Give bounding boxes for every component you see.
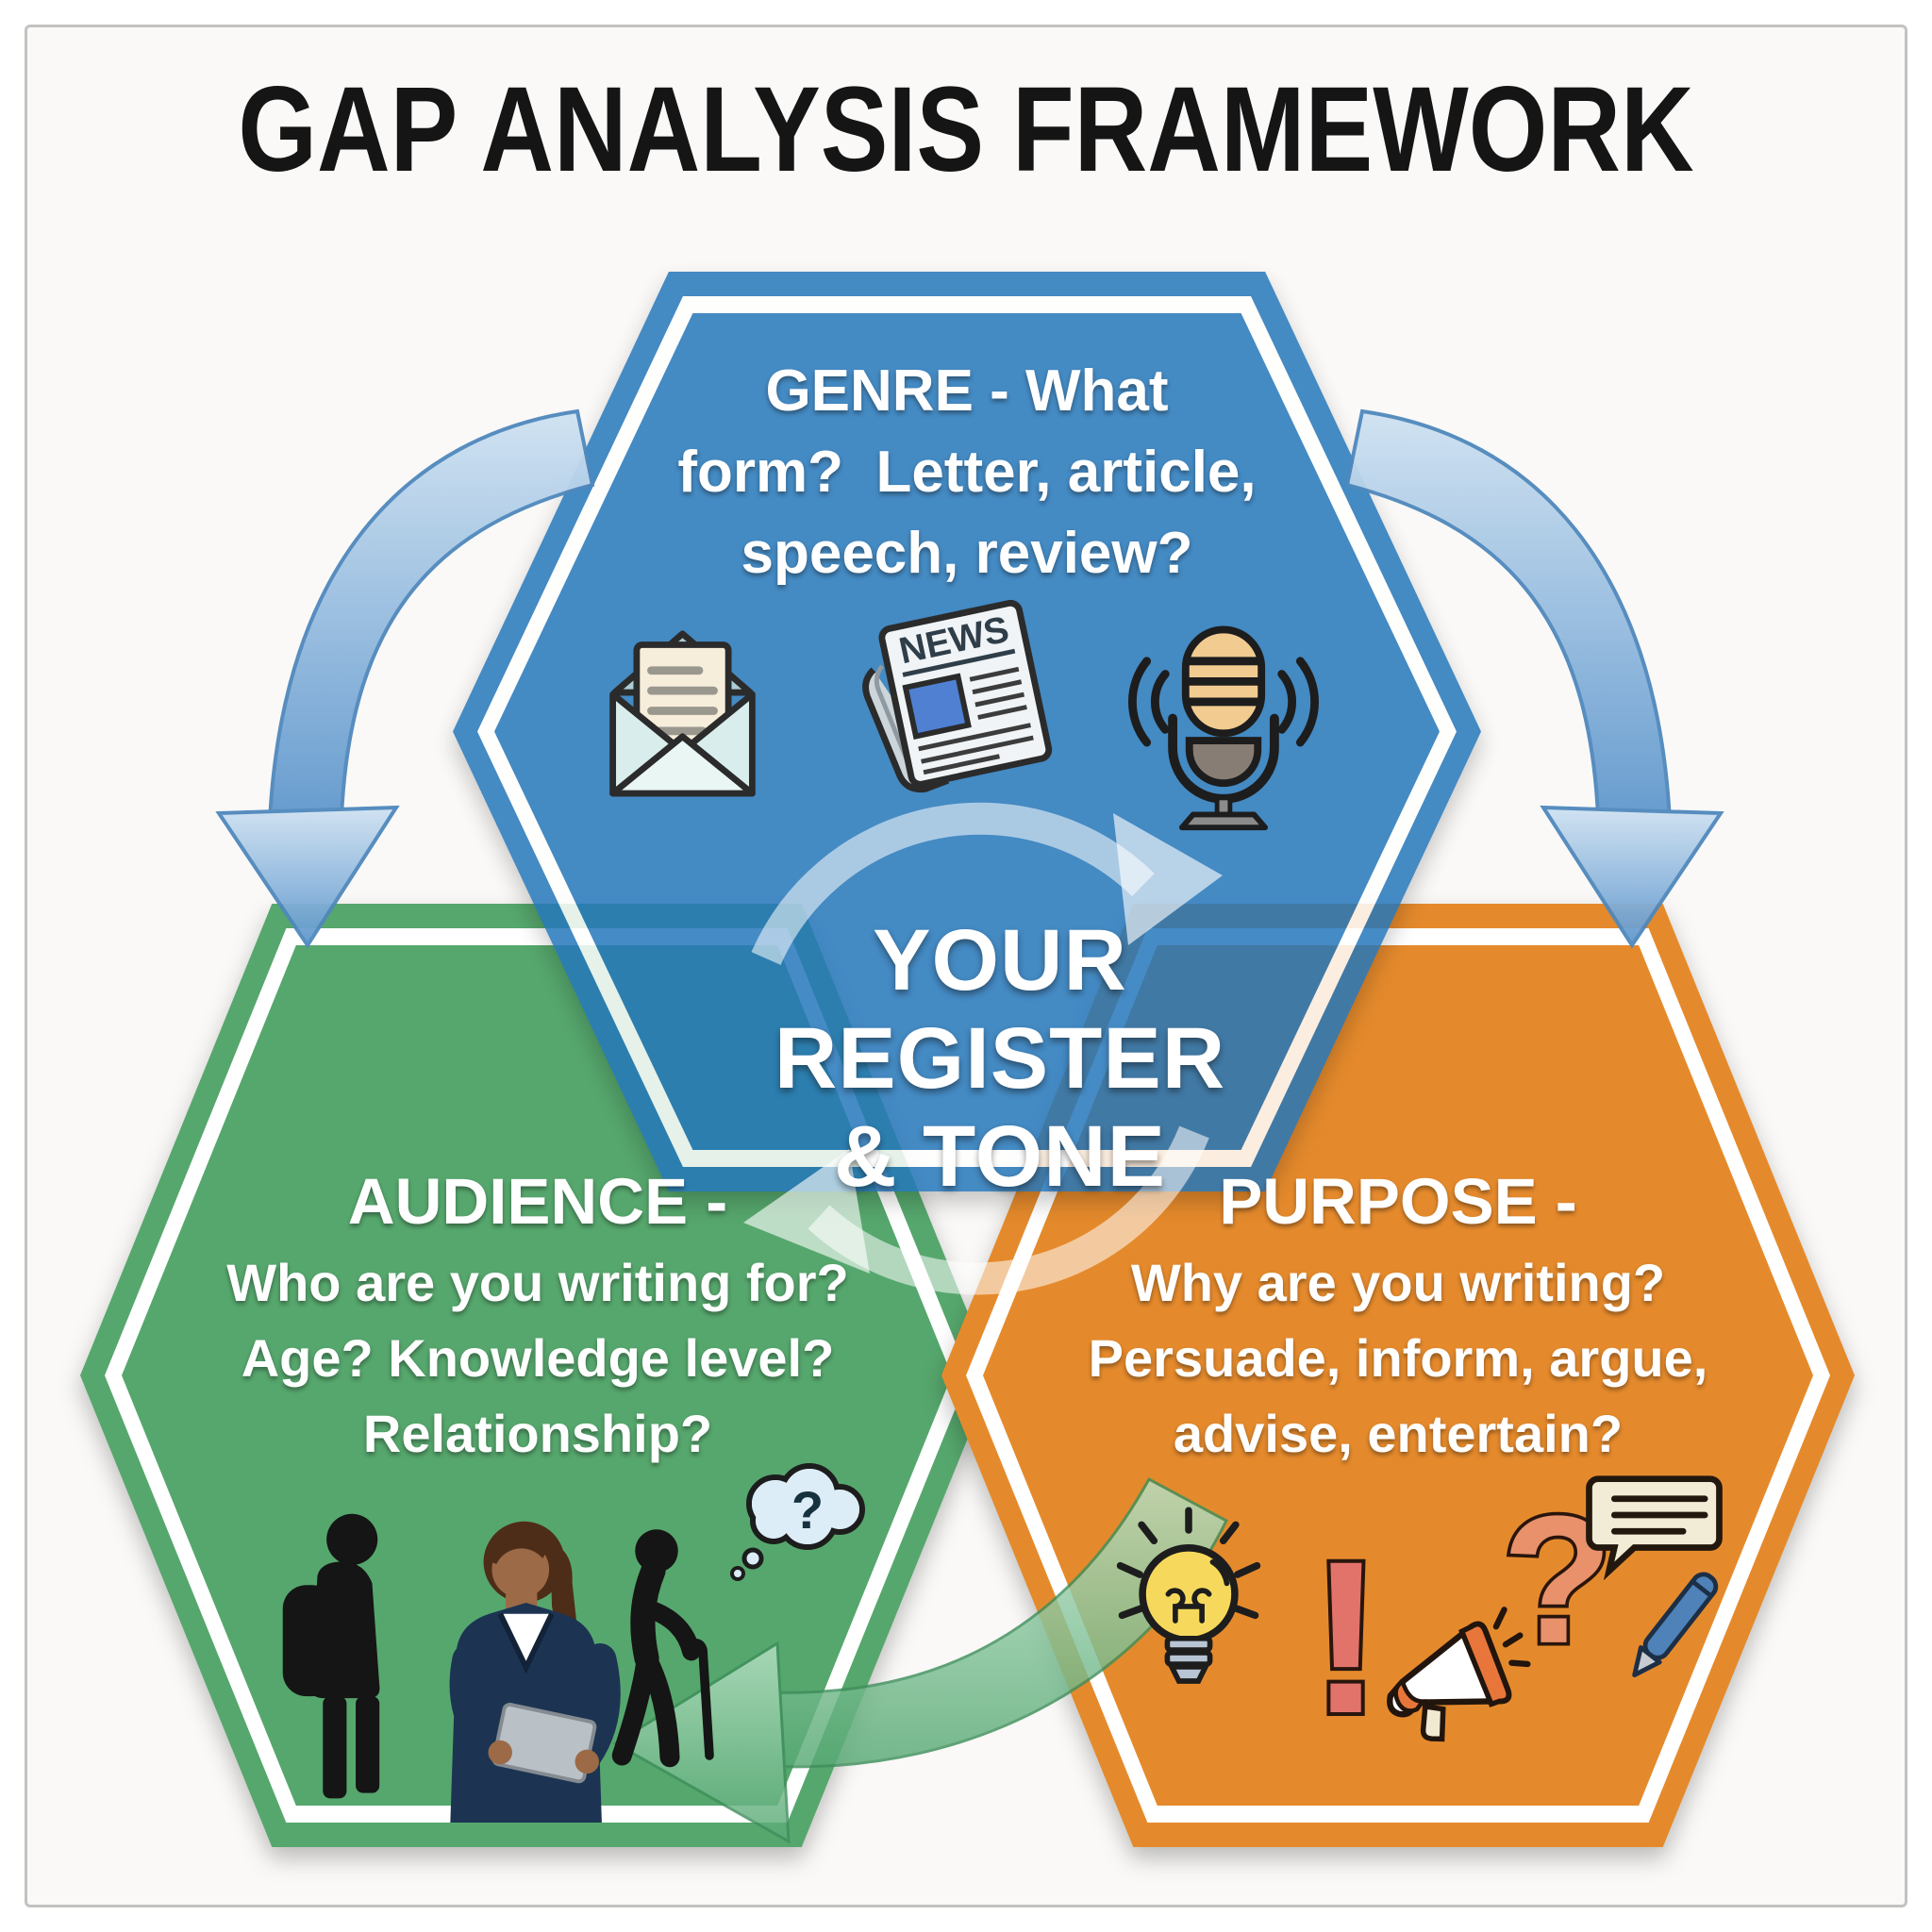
microphone-icon (1124, 606, 1323, 837)
register-tone-label: YOUR REGISTER & TONE (745, 911, 1255, 1206)
genre-text: GENRE - What form? Letter, article, spee… (542, 351, 1391, 594)
center-line-1: YOUR (873, 912, 1127, 1008)
purpose-heading: PURPOSE - (1219, 1165, 1577, 1238)
audience-heading: AUDIENCE - (347, 1165, 728, 1238)
genre-line-2: form? Letter, article, (677, 440, 1257, 505)
lightbulb-icon (1113, 1502, 1264, 1709)
center-line-3: & TONE (834, 1108, 1166, 1205)
center-line-2: REGISTER (774, 1010, 1226, 1107)
pen-icon (1604, 1558, 1740, 1695)
purpose-line-2: Why are you writing? (1130, 1253, 1666, 1312)
genre-heading: GENRE - What (765, 358, 1169, 424)
purpose-line-4: advise, entertain? (1173, 1404, 1624, 1463)
exclamation-glyph: ! (1310, 1524, 1383, 1750)
purpose-line-3: Persuade, inform, argue, (1088, 1328, 1708, 1388)
speech-bubble-icon (1581, 1472, 1727, 1580)
purpose-text: PURPOSE - Why are you writing? Persuade,… (983, 1158, 1813, 1472)
exclamation-icon: ! (1294, 1524, 1398, 1750)
audience-line-3: Age? Knowledge level? (241, 1328, 835, 1388)
child-with-backpack-icon (275, 1506, 412, 1812)
genre-line-3: speech, review? (741, 521, 1193, 586)
businesswoman-tablet-icon (421, 1509, 642, 1825)
page-title: GAP ANALYSIS FRAMEWORK (238, 62, 1694, 197)
thought-bubble-icon: ? (726, 1460, 877, 1583)
newspaper-icon: NEWS (849, 594, 1080, 811)
envelope-icon (600, 619, 765, 803)
megaphone-icon (1375, 1594, 1541, 1750)
audience-line-4: Relationship? (362, 1404, 713, 1463)
audience-text: AUDIENCE - Who are you writing for? Age?… (123, 1158, 953, 1472)
thought-question-mark: ? (791, 1480, 824, 1540)
audience-line-2: Who are you writing for? (226, 1253, 849, 1312)
